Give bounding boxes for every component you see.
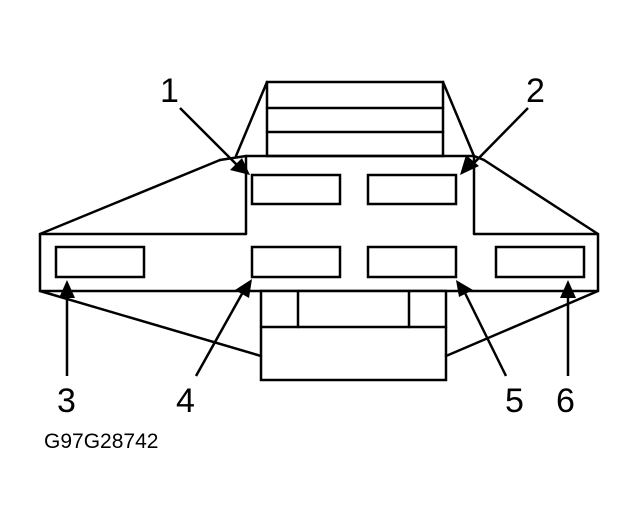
cavity-3 xyxy=(54,245,146,279)
callout-arrow-1 xyxy=(179,107,250,175)
callout-label-2: 2 xyxy=(526,72,545,110)
callout-label-3: 3 xyxy=(57,382,76,420)
cavity-4 xyxy=(250,245,342,279)
cavity-5 xyxy=(366,245,458,279)
cavity-6 xyxy=(494,245,586,279)
callout-label-4: 4 xyxy=(176,382,195,420)
cavity-2 xyxy=(366,173,458,206)
callout-label-5: 5 xyxy=(505,382,524,420)
callout-arrow-5 xyxy=(456,280,508,377)
cavity-1 xyxy=(250,173,342,206)
figure-code: G97G28742 xyxy=(44,430,158,453)
callout-arrow-4 xyxy=(194,279,252,377)
callout-arrow-3 xyxy=(59,280,75,376)
callout-arrow-6 xyxy=(560,280,576,376)
callout-label-6: 6 xyxy=(556,382,575,420)
lower-housing xyxy=(38,289,600,382)
callout-arrow-2 xyxy=(460,107,529,175)
callout-label-1: 1 xyxy=(160,72,179,110)
upper-latch xyxy=(234,80,476,158)
